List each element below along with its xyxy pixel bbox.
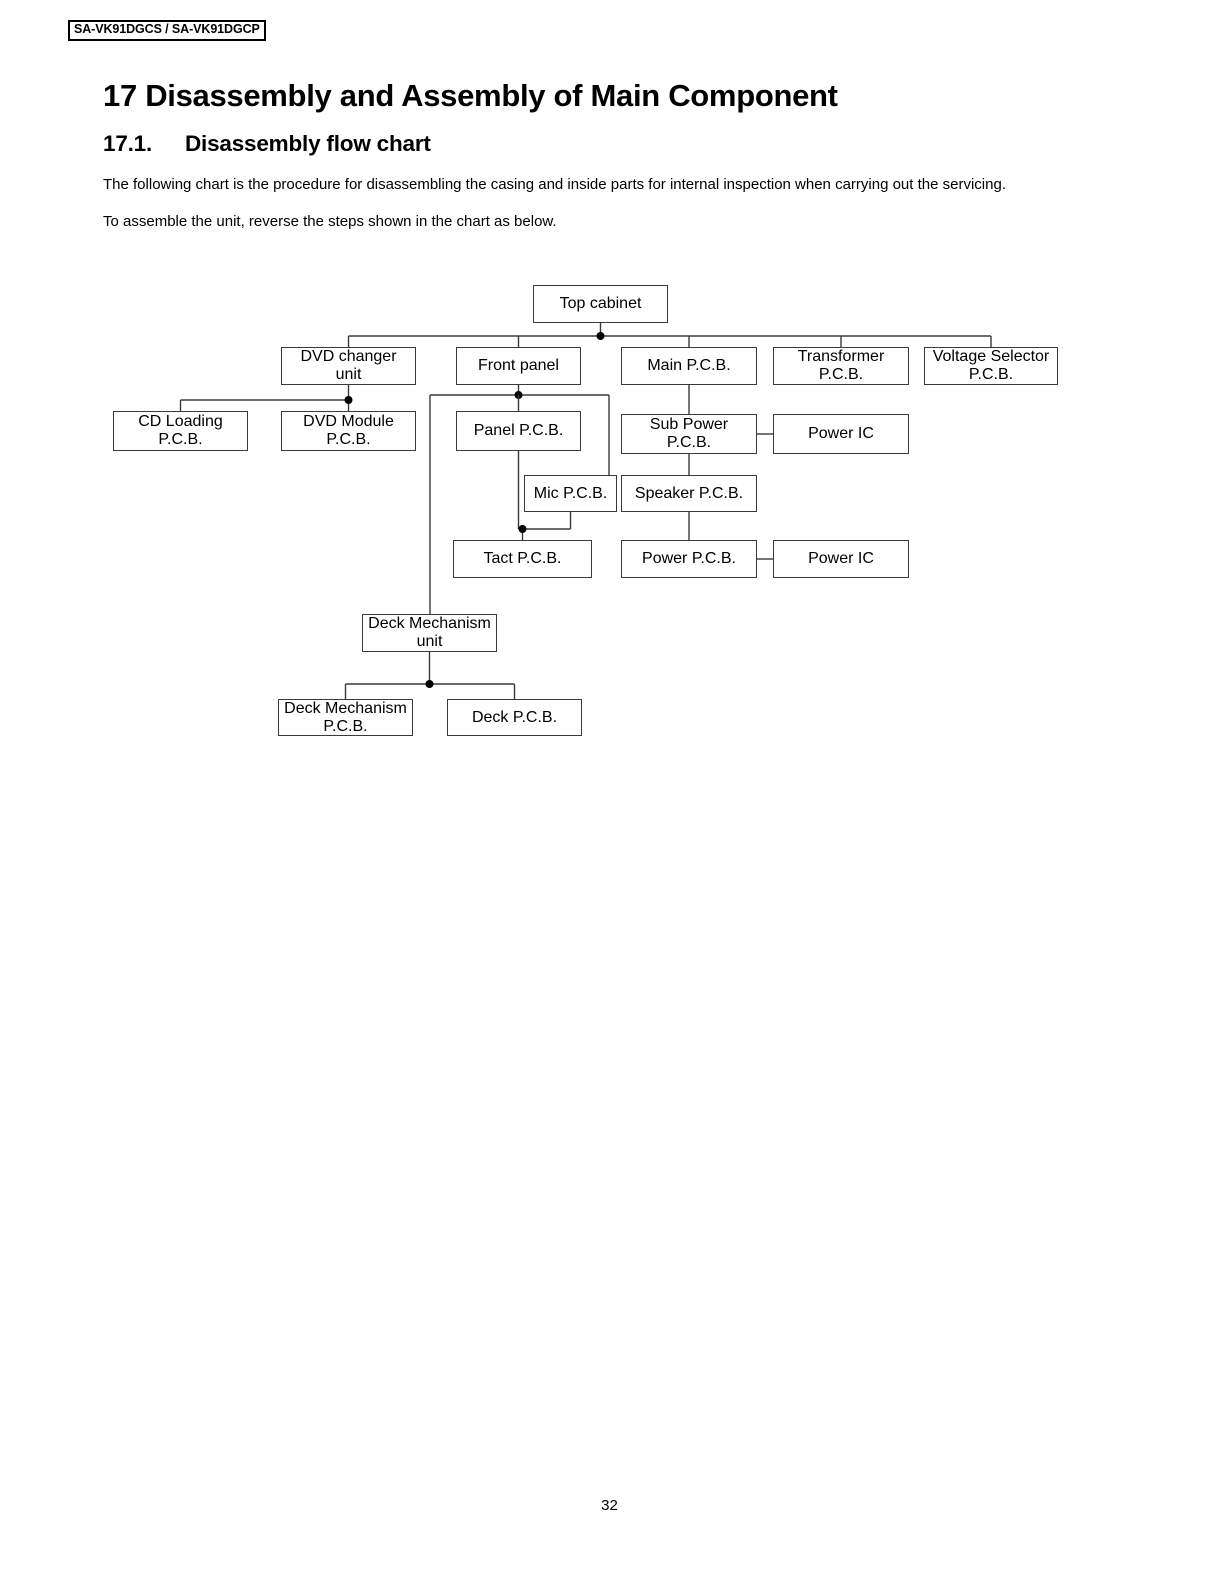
flow-node-deck-pcb: Deck P.C.B. <box>447 699 582 736</box>
flow-node-main-pcb: Main P.C.B. <box>621 347 757 385</box>
flow-node-power-pcb: Power P.C.B. <box>621 540 757 578</box>
flow-node-dvd-module-pcb: DVD Module P.C.B. <box>281 411 416 451</box>
flow-node-mic-pcb: Mic P.C.B. <box>524 475 617 512</box>
flow-node-front-panel: Front panel <box>456 347 581 385</box>
intro-paragraph-2: To assemble the unit, reverse the steps … <box>103 212 557 230</box>
flow-node-tact-pcb: Tact P.C.B. <box>453 540 592 578</box>
flow-node-transformer-pcb: Transformer P.C.B. <box>773 347 909 385</box>
flow-node-dvd-changer-unit: DVD changer unit <box>281 347 416 385</box>
page-title: 17 Disassembly and Assembly of Main Comp… <box>103 78 838 113</box>
flow-node-power-ic-2: Power IC <box>773 540 909 578</box>
flow-node-power-ic-1: Power IC <box>773 414 909 454</box>
flow-node-deck-mechanism-pcb: Deck Mechanism P.C.B. <box>278 699 413 736</box>
section-number: 17.1. <box>103 130 153 156</box>
page-number: 32 <box>601 1497 618 1514</box>
flow-node-speaker-pcb: Speaker P.C.B. <box>621 475 757 512</box>
intro-paragraph-1: The following chart is the procedure for… <box>103 175 1006 193</box>
flow-node-panel-pcb: Panel P.C.B. <box>456 411 581 451</box>
flow-node-sub-power-pcb: Sub Power P.C.B. <box>621 414 757 454</box>
section-heading: 17.1. Disassembly flow chart <box>103 130 1068 157</box>
flow-node-cd-loading-pcb: CD Loading P.C.B. <box>113 411 248 451</box>
flow-node-top-cabinet: Top cabinet <box>533 285 668 323</box>
flow-node-voltage-selector-pcb: Voltage Selector P.C.B. <box>924 347 1058 385</box>
document-content: 17 Disassembly and Assembly of Main Comp… <box>103 78 1068 232</box>
section-heading-label: Disassembly flow chart <box>185 130 431 156</box>
flow-node-deck-mechanism-unit: Deck Mechanism unit <box>362 614 497 652</box>
model-number-header: SA-VK91DGCS / SA-VK91DGCP <box>68 20 266 41</box>
